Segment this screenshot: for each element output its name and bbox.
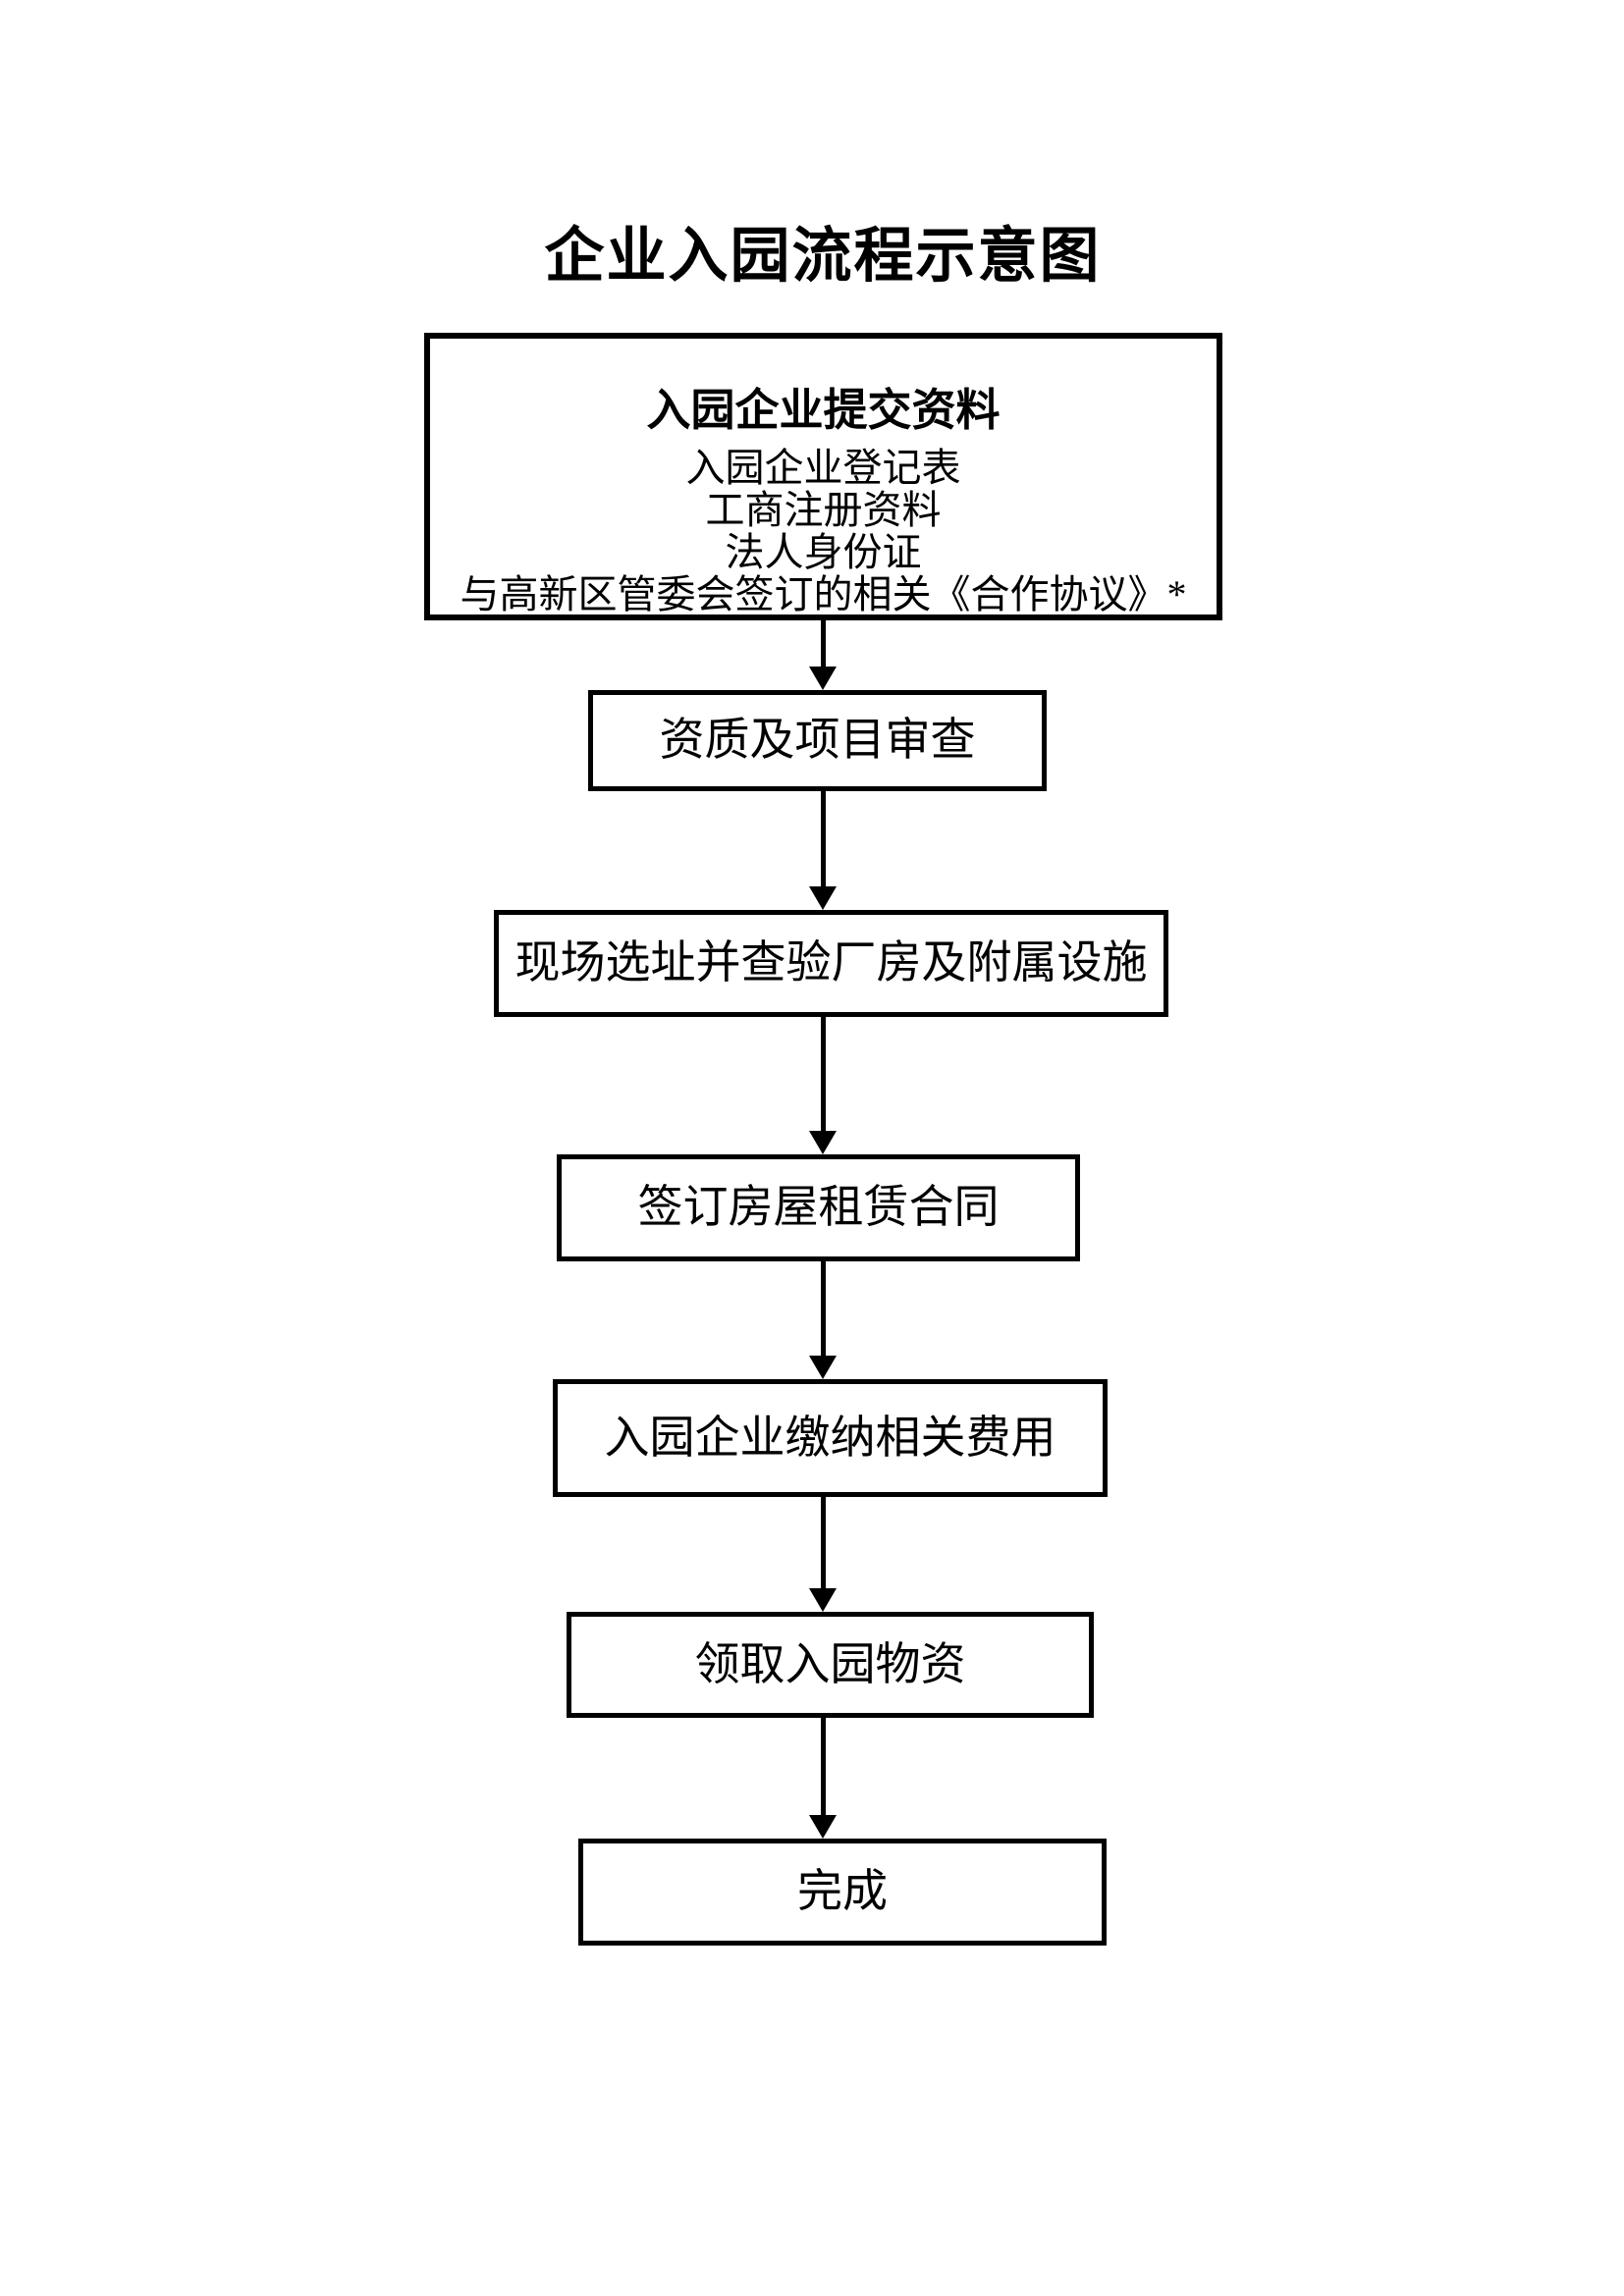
flow-node-label: 现场选址并查验厂房及附属设施 bbox=[514, 937, 1148, 988]
flow-node-sign-lease-contract: 签订房屋租赁合同 bbox=[557, 1154, 1080, 1261]
submit-materials-item-cooperation-agreement: 与高新区管委会签订的相关《合作协议》* bbox=[460, 572, 1187, 617]
flow-node-label: 完成 bbox=[797, 1866, 888, 1917]
flow-arrow-4 bbox=[809, 1261, 837, 1379]
page-title: 企业入园流程示意图 bbox=[544, 224, 1102, 290]
submit-materials-item-legal-person-id: 法人身份证 bbox=[725, 530, 922, 575]
flow-node-submit-materials: 入园企业提交资料 入园企业登记表 工商注册资料 法人身份证 与高新区管委会签订的… bbox=[424, 333, 1222, 620]
flow-node-receive-supplies: 领取入园物资 bbox=[567, 1612, 1094, 1718]
flow-node-site-selection-inspection: 现场选址并查验厂房及附属设施 bbox=[494, 910, 1168, 1017]
flow-node-pay-fees: 入园企业缴纳相关费用 bbox=[553, 1379, 1108, 1497]
flow-node-complete: 完成 bbox=[578, 1839, 1107, 1946]
flow-arrow-6 bbox=[809, 1718, 837, 1839]
flow-node-label: 签订房屋租赁合同 bbox=[637, 1182, 1000, 1233]
flow-arrow-5 bbox=[809, 1497, 837, 1612]
submit-materials-item-registration-form: 入园企业登记表 bbox=[685, 445, 961, 490]
flow-node-label: 领取入园物资 bbox=[694, 1638, 966, 1689]
flow-node-qualification-review: 资质及项目审查 bbox=[588, 690, 1047, 791]
flow-node-label: 资质及项目审查 bbox=[659, 715, 976, 766]
flow-arrow-3 bbox=[809, 1017, 837, 1154]
flow-node-label: 入园企业缴纳相关费用 bbox=[604, 1412, 1056, 1463]
flow-arrow-1 bbox=[809, 620, 837, 690]
flow-arrow-2 bbox=[809, 791, 837, 910]
submit-materials-header: 入园企业提交资料 bbox=[646, 386, 1001, 435]
submit-materials-item-business-registration: 工商注册资料 bbox=[705, 487, 942, 532]
